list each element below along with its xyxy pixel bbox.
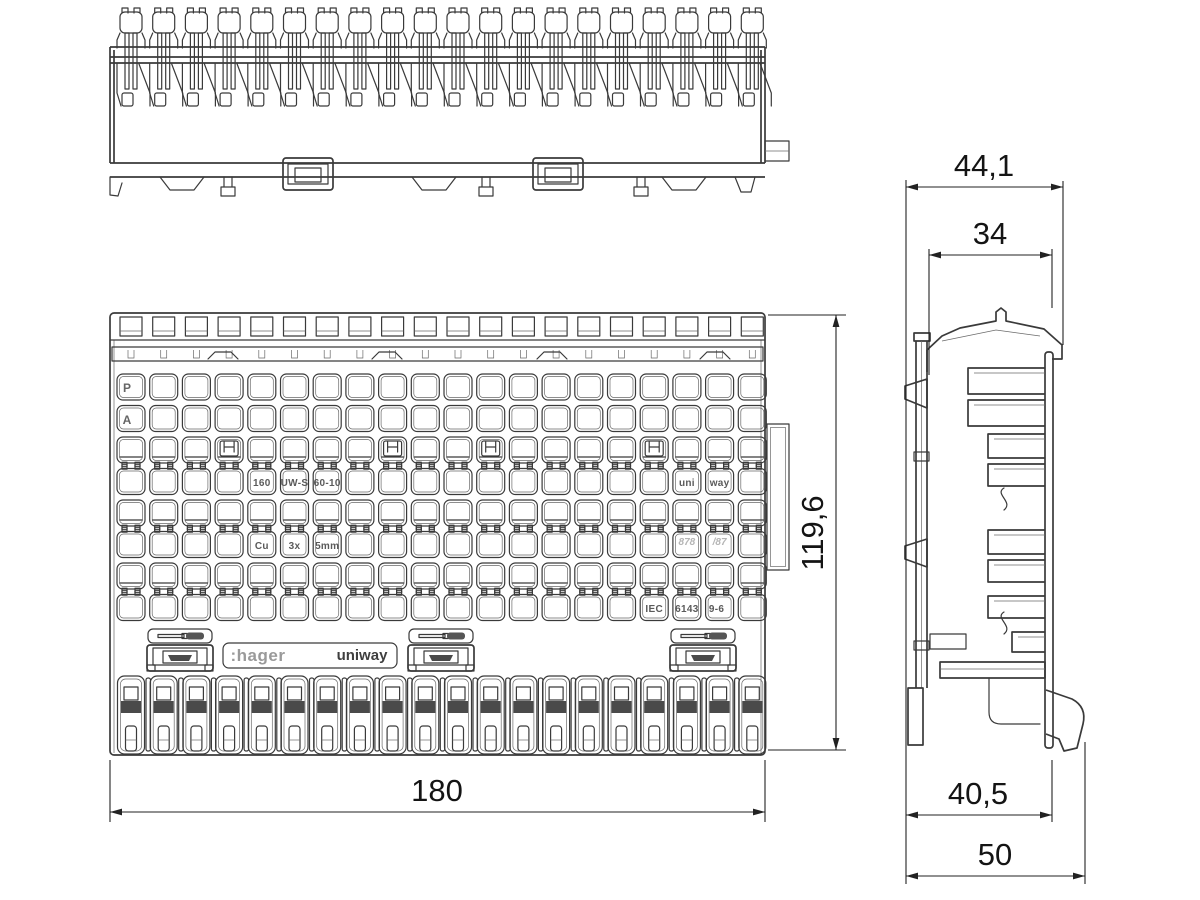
marking-series-2: way [709, 478, 730, 489]
marking-conductor-2: 3x [289, 541, 301, 552]
marking-product-3: 60-10 [314, 478, 341, 489]
dim-side-top-width: 44,1 [954, 148, 1014, 183]
marking-pole-a: A [123, 413, 132, 427]
dim-side-lower-width: 40,5 [948, 776, 1008, 811]
hager-logo: :hager [231, 646, 286, 665]
marking-standard-3: 9-6 [709, 604, 724, 615]
marking-conductor-1: Cu [255, 541, 269, 552]
front-view [109, 312, 790, 756]
marking-gray-1: 878 [679, 537, 696, 548]
dim-front-height: 119,6 [795, 495, 830, 570]
marking-conductor-3: 5mm [315, 541, 339, 552]
marking-standard-2: 6143 [675, 604, 699, 615]
side-view [904, 307, 1085, 752]
marking-standard-1: IEC [645, 604, 663, 615]
marking-product-2: UW-S [281, 478, 309, 489]
marking-product-1: 160 [253, 478, 271, 489]
front-view-texts: P A 160 UW-S 60-10 uni way Cu 3x 5mm 878… [123, 381, 730, 665]
top-view [109, 7, 790, 197]
dim-side-upper-width: 34 [973, 216, 1007, 251]
dim-side-base-width: 50 [978, 837, 1012, 872]
uniway-label: uniway [337, 647, 389, 664]
marking-gray-2: /87 [712, 537, 727, 548]
marking-series-1: uni [679, 478, 695, 489]
dimensions: 180 119,6 44,1 34 40,5 50 [109, 148, 1086, 884]
dim-front-width: 180 [411, 773, 463, 808]
marking-pole-p: P [123, 381, 131, 395]
